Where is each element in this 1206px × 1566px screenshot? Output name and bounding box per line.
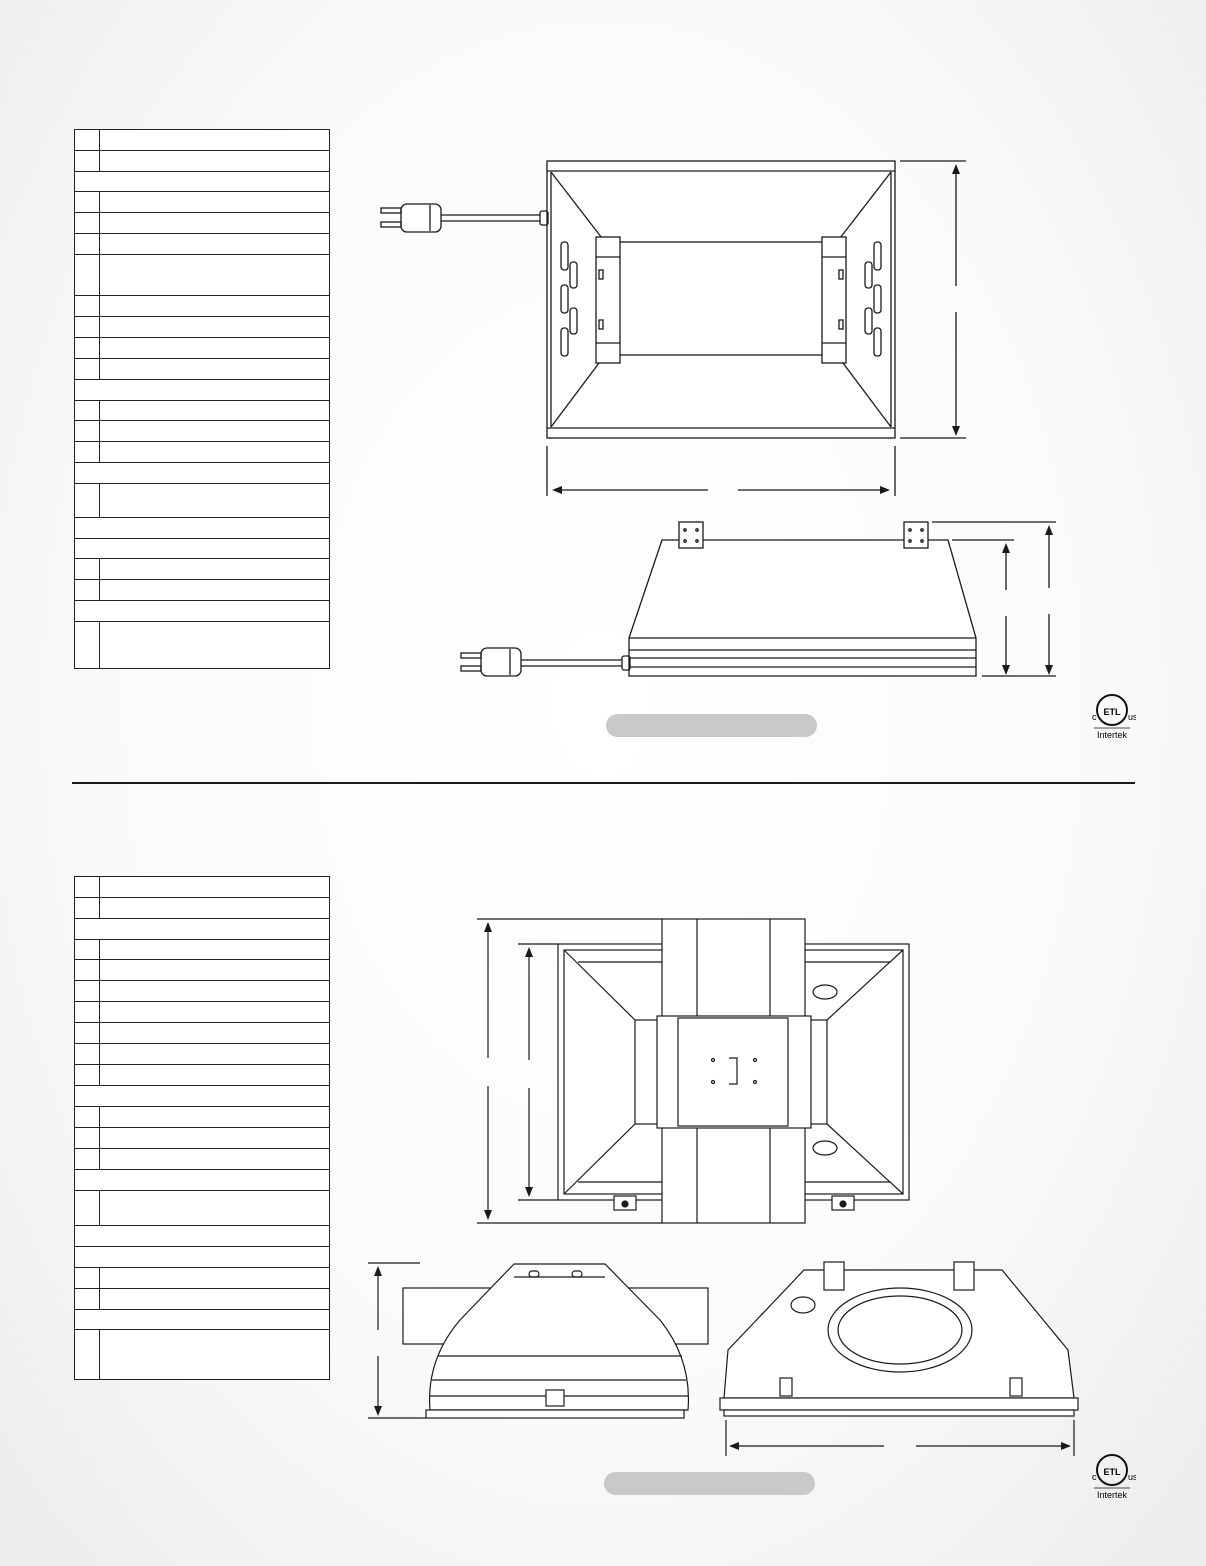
svg-text:c: c [1092,712,1097,722]
svg-text:us: us [1128,712,1136,722]
spec-table-bottom [74,876,330,1380]
svg-text:c: c [1092,1472,1097,1482]
reflector-drawings-top [380,160,1056,677]
svg-text:ETL: ETL [1104,707,1122,717]
svg-text:ETL: ETL [1104,1467,1122,1477]
row-value [99,1329,330,1380]
reflector-side-view [460,521,1056,677]
svg-text:Intertek: Intertek [1097,730,1128,740]
reflector-plan-view-bottom [477,918,910,1224]
section-header [74,171,330,192]
section-header [74,1309,330,1330]
section-header [74,1225,330,1247]
etl-certification-icon: ETL c us Intertek [1092,1454,1136,1500]
svg-text:us: us [1128,1472,1136,1482]
reflector-front-view [368,1262,709,1419]
row-num [74,483,100,518]
section-header [74,918,330,940]
section-header [74,462,330,484]
section-divider [72,782,1135,784]
row-value [99,621,330,669]
row-num [74,621,100,669]
row-num [74,1329,100,1380]
figure-caption-bottom [604,1472,815,1495]
figure-caption-top [606,714,817,737]
svg-text:Intertek: Intertek [1097,1490,1128,1500]
reflector-plan-view [380,160,966,496]
spec-table-top [74,129,330,669]
row-value [99,254,330,296]
reflector-end-view [719,1261,1079,1456]
section-header [74,538,330,559]
section-header [74,517,330,539]
section-header [74,379,330,401]
etl-certification-icon: ETL c us Intertek [1092,694,1136,740]
section-header [74,1246,330,1268]
